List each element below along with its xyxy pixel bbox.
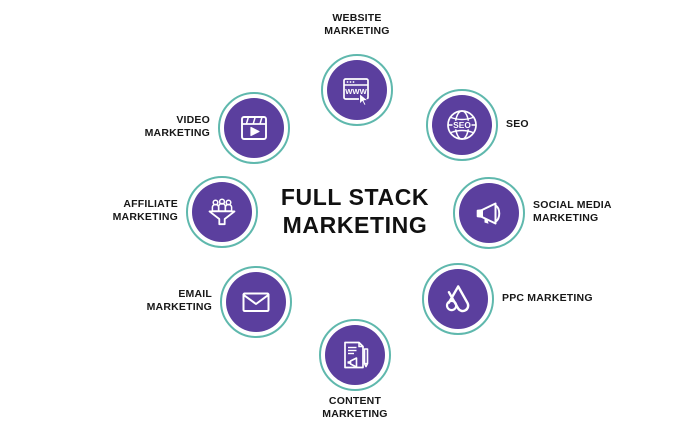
label-line: VIDEO (176, 114, 210, 126)
badge-seo[interactable]: SEO (426, 89, 498, 161)
disc-social-media-marketing (459, 183, 519, 243)
label-line: MARKETING (322, 408, 388, 421)
label-line: AFFILIATE (123, 198, 178, 210)
badge-social-media-marketing[interactable] (453, 177, 525, 249)
disc-ppc-marketing (428, 269, 488, 329)
center-title-line-1: FULL STACK (280, 184, 430, 210)
disc-website-marketing: WWW (327, 60, 387, 120)
badge-website-marketing[interactable]: WWW (321, 54, 393, 126)
label-email-marketing: EMAIL MARKETING (147, 288, 212, 314)
megaphone-icon (476, 202, 501, 225)
label-ppc-marketing: PPC MARKETING (502, 292, 593, 305)
label-social-media-marketing: SOCIAL MEDIA MARKETING (533, 199, 612, 225)
label-affiliate-marketing: AFFILIATE MARKETING (113, 198, 178, 224)
badge-video-marketing[interactable] (218, 92, 290, 164)
badge-ppc-marketing[interactable] (422, 263, 494, 335)
video-play-icon (241, 116, 267, 140)
label-seo: SEO (506, 118, 529, 131)
label-line: MARKETING (112, 211, 178, 224)
label-line: WEBSITE (332, 12, 382, 24)
label-line: SOCIAL MEDIA (533, 199, 612, 211)
disc-email-marketing (226, 272, 286, 332)
center-title-line-2: MARKETING (282, 212, 428, 239)
globe-seo-icon: SEO (447, 110, 477, 140)
label-line: MARKETING (144, 127, 210, 140)
label-line: SEO (506, 118, 529, 130)
diagram-center-title: FULL STACK MARKETING (250, 183, 460, 239)
disc-seo: SEO (432, 95, 492, 155)
google-ads-icon (445, 285, 470, 313)
label-line: MARKETING (533, 212, 599, 225)
svg-text:WWW: WWW (345, 87, 367, 96)
badge-email-marketing[interactable] (220, 266, 292, 338)
label-content-marketing: CONTENT MARKETING (285, 395, 425, 421)
label-line: EMAIL (178, 288, 212, 300)
disc-affiliate-marketing (192, 182, 252, 242)
document-megaphone-pencil-icon (344, 341, 369, 369)
envelope-icon (242, 292, 270, 312)
label-line: MARKETING (324, 25, 390, 38)
label-line: MARKETING (146, 301, 212, 314)
label-website-marketing: WEBSITE MARKETING (287, 12, 427, 38)
label-video-marketing: VIDEO MARKETING (145, 114, 210, 140)
svg-text:SEO: SEO (453, 120, 471, 130)
browser-www-icon: WWW (343, 78, 369, 107)
badge-content-marketing[interactable] (319, 319, 391, 391)
label-line: CONTENT (328, 395, 382, 407)
label-line: PPC MARKETING (502, 292, 593, 304)
disc-content-marketing (325, 325, 385, 385)
disc-video-marketing (224, 98, 284, 158)
badge-affiliate-marketing[interactable] (186, 176, 258, 248)
funnel-people-icon (208, 198, 236, 226)
